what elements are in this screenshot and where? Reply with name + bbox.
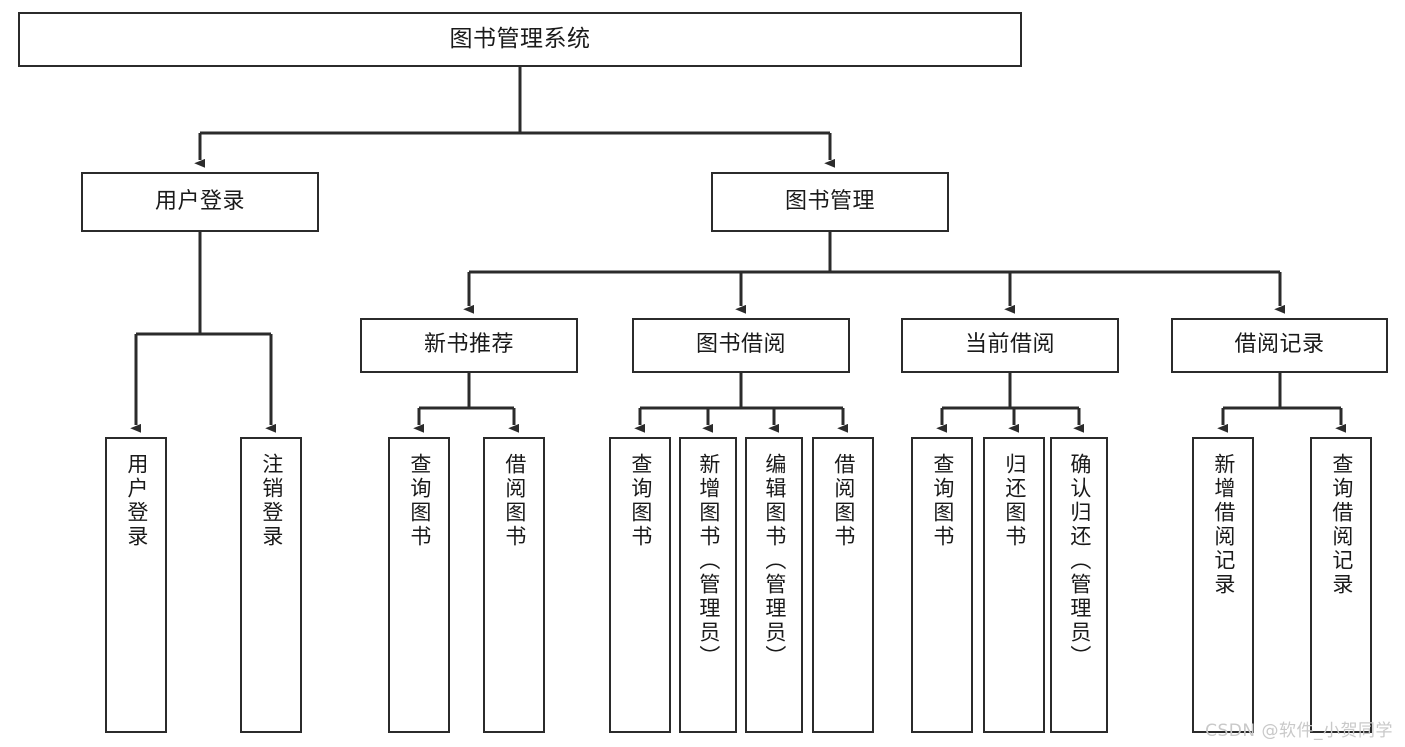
node-leaf-borrow-book-1[interactable]: 借阅图书 bbox=[483, 437, 545, 733]
node-leaf-return-book[interactable]: 归还图书 bbox=[983, 437, 1045, 733]
node-root-system[interactable]: 图书管理系统 bbox=[18, 12, 1022, 67]
node-leaf-logout[interactable]: 注销登录 bbox=[240, 437, 302, 733]
node-book-management[interactable]: 图书管理 bbox=[711, 172, 949, 232]
node-leaf-edit-book-admin-label: 编辑图书（管理员） bbox=[762, 453, 787, 669]
node-leaf-query-book-2-label: 查询图书 bbox=[628, 453, 653, 549]
node-leaf-edit-book-admin[interactable]: 编辑图书（管理员） bbox=[745, 437, 803, 733]
node-book-borrow[interactable]: 图书借阅 bbox=[632, 318, 850, 373]
node-leaf-query-borrow-record-label: 查询借阅记录 bbox=[1329, 453, 1354, 597]
node-borrow-record[interactable]: 借阅记录 bbox=[1171, 318, 1388, 373]
node-book-management-label: 图书管理 bbox=[784, 188, 875, 214]
node-root-system-label: 图书管理系统 bbox=[449, 25, 591, 52]
node-leaf-query-book-1-label: 查询图书 bbox=[407, 453, 432, 549]
node-leaf-logout-label: 注销登录 bbox=[259, 453, 284, 549]
node-leaf-query-book-3[interactable]: 查询图书 bbox=[911, 437, 973, 733]
node-leaf-user-login[interactable]: 用户登录 bbox=[105, 437, 167, 733]
node-user-login[interactable]: 用户登录 bbox=[81, 172, 319, 232]
node-leaf-add-book-admin[interactable]: 新增图书（管理员） bbox=[679, 437, 737, 733]
node-user-login-label: 用户登录 bbox=[154, 188, 245, 214]
node-leaf-borrow-book-1-label: 借阅图书 bbox=[502, 453, 527, 549]
node-leaf-confirm-return-admin-label: 确认归还（管理员） bbox=[1067, 453, 1092, 669]
node-leaf-add-borrow-record-label: 新增借阅记录 bbox=[1211, 453, 1236, 597]
node-leaf-add-book-admin-label: 新增图书（管理员） bbox=[696, 453, 721, 669]
node-leaf-confirm-return-admin[interactable]: 确认归还（管理员） bbox=[1050, 437, 1108, 733]
node-leaf-borrow-book-2[interactable]: 借阅图书 bbox=[812, 437, 874, 733]
node-leaf-add-borrow-record[interactable]: 新增借阅记录 bbox=[1192, 437, 1254, 733]
node-current-borrow-label: 当前借阅 bbox=[964, 332, 1055, 358]
node-book-borrow-label: 图书借阅 bbox=[695, 332, 786, 358]
node-leaf-return-book-label: 归还图书 bbox=[1002, 453, 1027, 549]
node-leaf-borrow-book-2-label: 借阅图书 bbox=[831, 453, 856, 549]
node-borrow-record-label: 借阅记录 bbox=[1234, 332, 1325, 358]
node-current-borrow[interactable]: 当前借阅 bbox=[901, 318, 1119, 373]
node-leaf-query-book-2[interactable]: 查询图书 bbox=[609, 437, 671, 733]
node-leaf-query-book-3-label: 查询图书 bbox=[930, 453, 955, 549]
node-new-book-recommend[interactable]: 新书推荐 bbox=[360, 318, 578, 373]
node-leaf-query-borrow-record[interactable]: 查询借阅记录 bbox=[1310, 437, 1372, 733]
node-leaf-query-book-1[interactable]: 查询图书 bbox=[388, 437, 450, 733]
node-leaf-user-login-label: 用户登录 bbox=[124, 453, 149, 549]
watermark: CSDN @软件_小贺同学 bbox=[1205, 721, 1393, 741]
node-new-book-recommend-label: 新书推荐 bbox=[423, 332, 514, 358]
